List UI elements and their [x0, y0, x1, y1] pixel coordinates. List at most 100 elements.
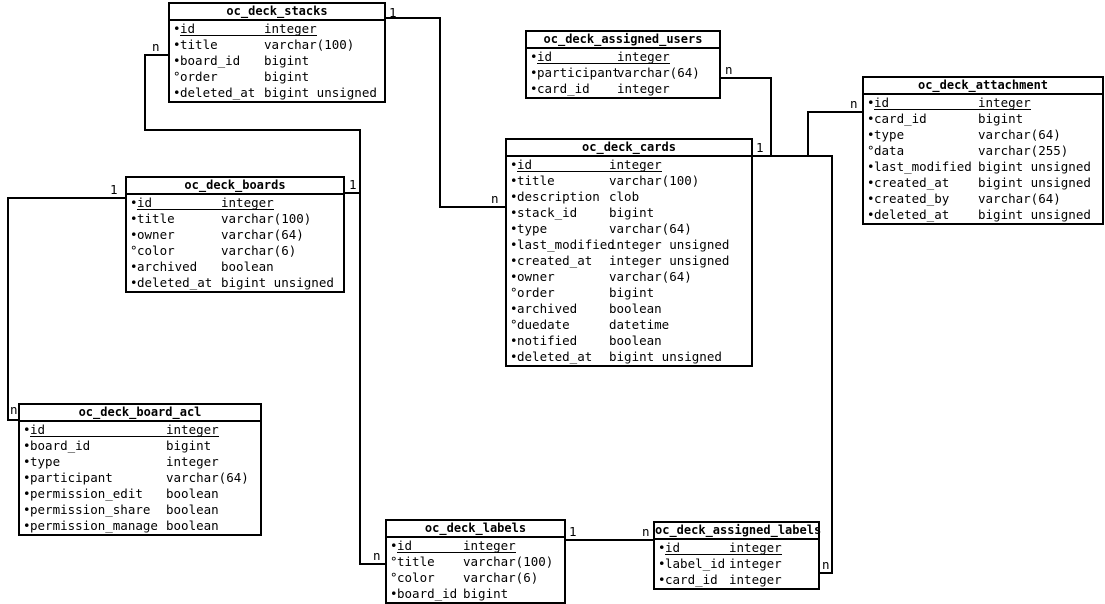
not-null-bullet-icon: •	[867, 159, 875, 174]
column-name: title	[397, 554, 435, 569]
column-type: datetime	[609, 317, 670, 332]
column-name: created_by	[874, 191, 950, 206]
not-null-bullet-icon: •	[173, 37, 181, 52]
column-type: bigint unsigned	[978, 207, 1091, 222]
not-null-bullet-icon: •	[130, 227, 138, 242]
not-null-bullet-icon: •	[867, 95, 875, 110]
not-null-bullet-icon: •	[510, 333, 518, 348]
column-name: permission_edit	[30, 486, 143, 501]
not-null-bullet-icon: •	[130, 195, 138, 210]
column-name: id	[517, 157, 533, 172]
column-name: label_id	[665, 556, 726, 571]
not-null-bullet-icon: •	[510, 253, 518, 268]
not-null-bullet-icon: •	[23, 470, 31, 485]
table-title: oc_deck_stacks	[170, 4, 384, 21]
column-type: boolean	[166, 486, 219, 501]
not-null-bullet-icon: •	[173, 85, 181, 100]
column-name: archived	[137, 259, 198, 274]
column-row-id: •id integer	[127, 195, 343, 211]
nullable-bullet-icon: °	[867, 143, 875, 158]
column-name: owner	[517, 269, 555, 284]
column-name: color	[397, 570, 435, 585]
nullable-bullet-icon: °	[390, 554, 398, 569]
column-row-color: °color varchar(6)	[127, 243, 343, 259]
not-null-bullet-icon: •	[510, 157, 518, 172]
nullable-bullet-icon: °	[130, 243, 138, 258]
column-type: integer	[166, 454, 219, 469]
table-title: oc_deck_assigned_labels	[655, 523, 821, 540]
column-type: clob	[609, 189, 640, 204]
column-type: bigint unsigned	[221, 275, 334, 290]
column-name: last_modified	[517, 237, 615, 252]
not-null-bullet-icon: •	[658, 556, 666, 571]
column-type: integer	[729, 540, 782, 555]
not-null-bullet-icon: •	[23, 486, 31, 501]
table-title: oc_deck_labels	[387, 521, 564, 538]
column-type: boolean	[609, 301, 662, 316]
column-type: integer unsigned	[609, 237, 730, 252]
column-type: integer	[221, 195, 274, 210]
column-type: integer	[617, 81, 670, 96]
column-type: varchar(6)	[463, 570, 539, 585]
not-null-bullet-icon: •	[510, 221, 518, 236]
nullable-bullet-icon: °	[390, 570, 398, 585]
column-name: title	[180, 37, 218, 52]
table-title: oc_deck_assigned_users	[527, 32, 719, 49]
column-type: varchar(100)	[609, 173, 700, 188]
column-type: integer	[463, 538, 516, 553]
column-type: varchar(6)	[221, 243, 297, 258]
column-name: color	[137, 243, 175, 258]
column-type: varchar(64)	[617, 65, 700, 80]
column-name: owner	[137, 227, 175, 242]
not-null-bullet-icon: •	[867, 127, 875, 142]
column-text: color varchar(6)	[137, 243, 296, 259]
nullable-bullet-icon: °	[510, 285, 518, 300]
column-name: description	[517, 189, 600, 204]
column-name: id	[137, 195, 153, 210]
not-null-bullet-icon: •	[867, 175, 875, 190]
column-type: boolean	[166, 502, 219, 517]
not-null-bullet-icon: •	[173, 53, 181, 68]
column-type: varchar(64)	[609, 269, 692, 284]
not-null-bullet-icon: •	[510, 189, 518, 204]
column-type: bigint	[609, 205, 655, 220]
table-title: oc_deck_cards	[507, 140, 751, 157]
not-null-bullet-icon: •	[390, 538, 398, 553]
column-type: integer	[617, 49, 670, 64]
column-type: bigint unsigned	[264, 85, 377, 100]
not-null-bullet-icon: •	[130, 259, 138, 274]
column-type: varchar(64)	[978, 127, 1061, 142]
